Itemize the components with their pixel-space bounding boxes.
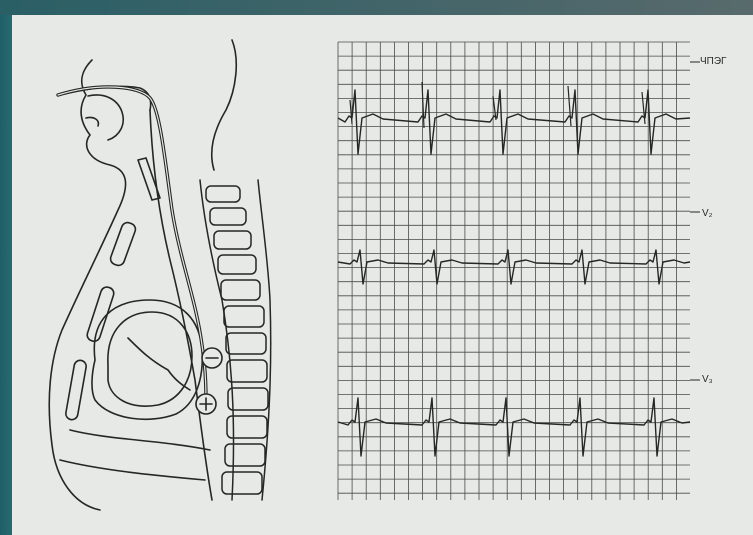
lead-label-esophageal: ЧПЭГ [700, 56, 726, 67]
ecg-trace-v3 [338, 398, 690, 456]
ecg-trace-v2 [338, 250, 690, 284]
lead-label-v2: V₂ [702, 208, 713, 219]
ecg-trace-esophageal [338, 90, 690, 154]
lead-label-v3: V₃ [702, 374, 713, 385]
